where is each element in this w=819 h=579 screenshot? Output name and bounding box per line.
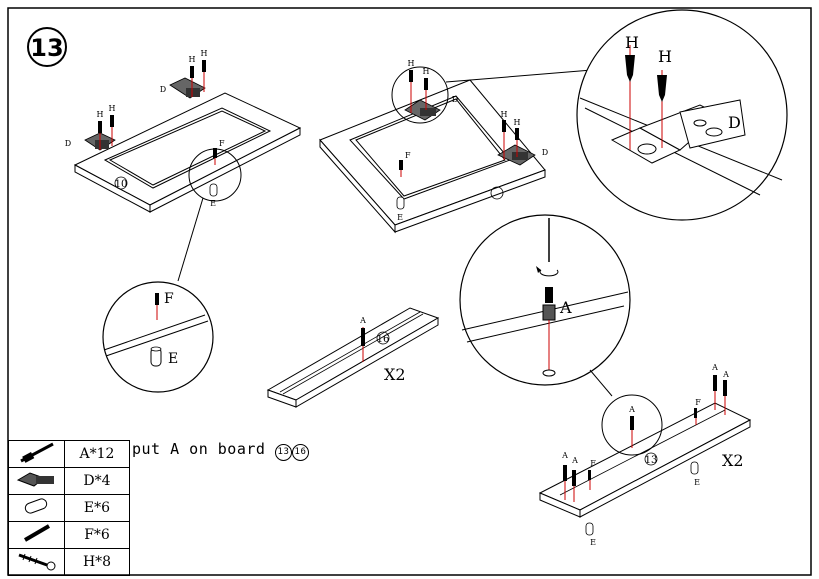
parts-row: E*6: [8, 494, 130, 522]
step-number-badge: 13: [27, 27, 67, 67]
multiplier-x2: X2: [384, 365, 406, 384]
label-a: A: [561, 451, 568, 460]
cam-bolt-icon: [8, 440, 65, 468]
label-h: H: [423, 67, 430, 76]
label-d: D: [542, 148, 548, 157]
label-h: H: [625, 33, 639, 52]
top-left-board: [73, 92, 302, 213]
detail-cam: [459, 214, 631, 386]
instruction-ref-16: 16: [291, 444, 309, 461]
label-e: E: [397, 213, 403, 222]
label-e: E: [694, 478, 700, 487]
page-frame: [7, 7, 812, 576]
label-d: D: [65, 139, 71, 148]
label-h: H: [109, 104, 116, 113]
qty-h: H*8: [64, 548, 130, 576]
label-h: H: [658, 47, 672, 66]
label-a: A: [711, 363, 718, 372]
label-f: F: [164, 291, 174, 307]
dowel-icon: [8, 494, 65, 522]
label-a: A: [559, 298, 572, 317]
bottom-board-hardware: [563, 375, 727, 536]
hinge-top-middle-b: [497, 120, 536, 166]
parts-row: A*12: [8, 440, 130, 468]
instruction-ref-13: 13: [274, 444, 292, 461]
screw-icon: [8, 548, 65, 576]
label-f: F: [405, 151, 411, 160]
parts-list: A*12 D*4 E*6 F*6 H*8: [8, 440, 130, 576]
parts-row: F*6: [8, 521, 130, 549]
hinge-top-left-a: [84, 115, 116, 151]
label-e: E: [168, 351, 178, 367]
label-h: H: [514, 118, 521, 127]
detail-fe: [102, 281, 214, 393]
label-h: H: [408, 59, 415, 68]
parts-row: D*4: [8, 467, 130, 495]
label-a: A: [722, 370, 729, 379]
label-a: A: [628, 405, 635, 414]
label-f: F: [590, 459, 596, 468]
label-f: F: [219, 139, 225, 148]
hinge-top-left-b: [169, 60, 206, 99]
callout-cam: [601, 394, 663, 456]
instruction-label: put A on board: [132, 440, 266, 458]
label-e: E: [210, 199, 216, 208]
label-h: H: [189, 55, 196, 64]
callout-fe: [188, 148, 242, 202]
step-number: 13: [30, 34, 63, 62]
qty-e: E*6: [64, 494, 130, 522]
bottom-board: [538, 402, 752, 518]
hinge-top-middle-a: [404, 70, 441, 121]
hinge-icon: [8, 467, 65, 495]
mid-board: [266, 307, 440, 408]
qty-d: D*4: [64, 467, 130, 495]
multiplier-x2: X2: [722, 451, 744, 470]
board-ref-16: 16: [377, 334, 390, 345]
parts-row: H*8: [8, 548, 130, 576]
label-h: H: [201, 49, 208, 58]
label-h: H: [501, 110, 508, 119]
detail-hinge: [576, 9, 788, 221]
label-h: H: [97, 110, 104, 119]
label-f: F: [695, 398, 701, 407]
label-a: A: [359, 316, 366, 325]
label-d: D: [728, 113, 741, 132]
top-middle-board: [319, 79, 546, 234]
label-d: D: [160, 85, 166, 94]
board-ref-10: 10: [115, 179, 128, 190]
board-ref-13: 13: [645, 455, 658, 466]
pin-icon: [8, 521, 65, 549]
label-e: E: [590, 538, 596, 547]
label-d: D: [452, 95, 458, 104]
qty-f: F*6: [64, 521, 130, 549]
label-a: A: [571, 456, 578, 465]
qty-a: A*12: [64, 440, 130, 468]
callout-hinge: [391, 66, 449, 124]
